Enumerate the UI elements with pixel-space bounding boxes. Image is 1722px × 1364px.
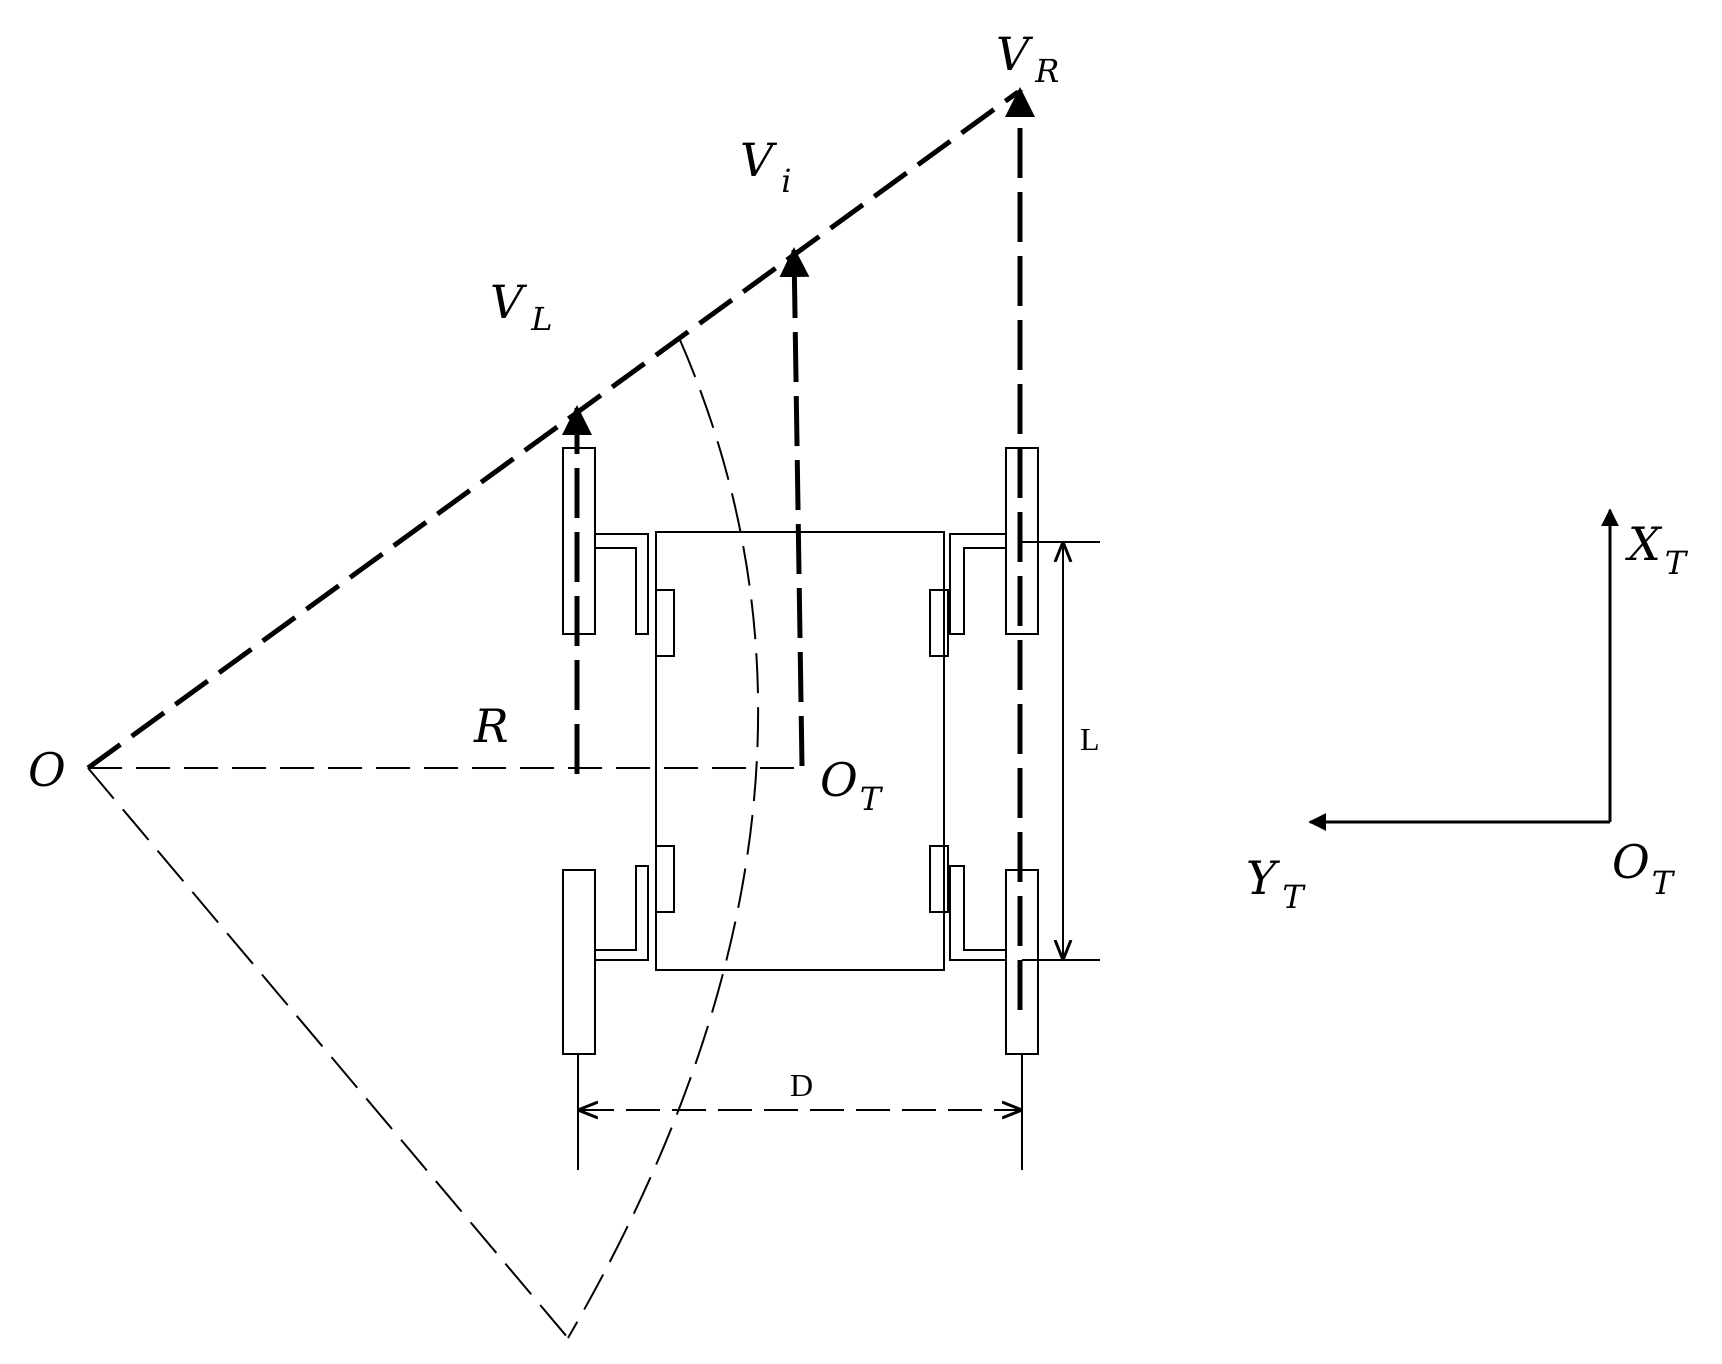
velocity-envelope-line <box>86 89 1020 771</box>
vehicle-coordinate-frame <box>1308 508 1619 831</box>
label-d: D <box>790 1067 813 1103</box>
label-o-t-frame: OT <box>1612 835 1676 902</box>
vehicle-body <box>655 531 945 971</box>
left-rear-wheel <box>562 845 675 1055</box>
center-velocity-arrow <box>779 247 810 767</box>
track-width-dimension <box>577 1054 1023 1170</box>
label-o-t-center: OT <box>820 753 884 818</box>
label-o: O <box>28 743 66 797</box>
lower-sector-edge <box>87 767 569 1339</box>
label-r: R <box>473 699 509 753</box>
wheelbase-dimension <box>1022 541 1100 961</box>
label-l: L <box>1080 721 1100 757</box>
turning-arc <box>567 339 760 1339</box>
left-front-wheel <box>562 447 675 657</box>
